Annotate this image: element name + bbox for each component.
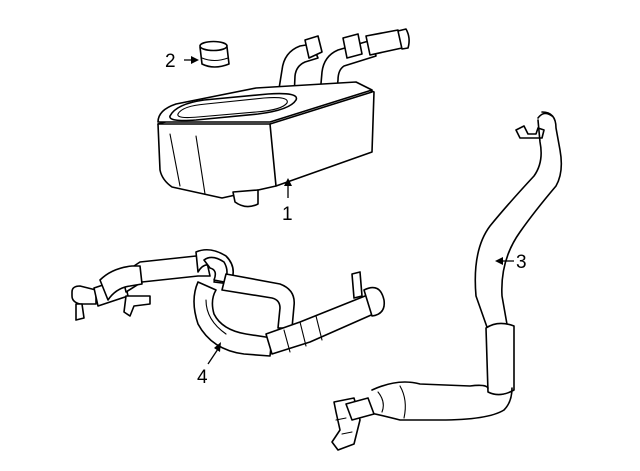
callout-label-4: 4 (197, 367, 208, 388)
callout-label-1: 1 (282, 204, 293, 225)
part-3-coolant-hose (331, 111, 563, 451)
callout-3: 3 (495, 252, 527, 273)
callout-1: 1 (282, 178, 293, 225)
callout-label-2: 2 (165, 51, 176, 72)
callout-label-3: 3 (516, 252, 527, 273)
part-1-oil-cooler (157, 28, 410, 208)
callout-2: 2 (165, 51, 199, 72)
part-2-seal-cap (199, 40, 230, 68)
part-4-coolant-tube-assembly (71, 248, 386, 357)
callout-4: 4 (197, 342, 221, 388)
